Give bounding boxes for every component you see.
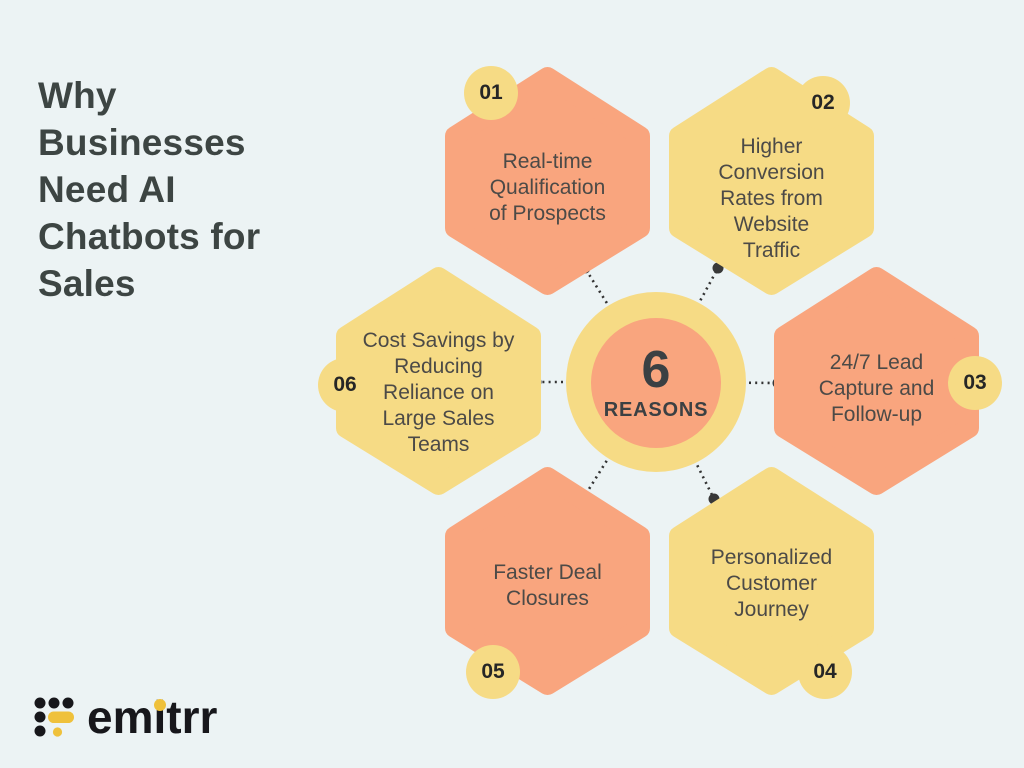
hexagon-01: Real-time Qualification of Prospects — [445, 67, 650, 295]
hexagon-01-label: Real-time Qualification of Prospects — [489, 150, 606, 225]
hexagon-06: Cost Savings by Reducing Reliance on Lar… — [336, 267, 541, 495]
emitrr-wordmark: emitrr — [87, 692, 217, 742]
hexagon-05-label: Faster Deal Closures — [493, 561, 602, 610]
emitrr-wordmark-text: emitrr — [87, 691, 218, 743]
hexagon-shape — [669, 467, 874, 695]
center-label: REASONS — [603, 399, 709, 421]
number-badge-05: 05 — [466, 645, 520, 699]
hexagon-shape — [445, 67, 650, 295]
hexagon-shape — [336, 267, 541, 495]
hexagon-04: Personalized Customer Journey — [669, 467, 874, 695]
number-badge-03: 03 — [948, 356, 1002, 410]
hexagon-05: Faster Deal Closures — [445, 467, 650, 695]
logo-i-dot-icon — [154, 699, 166, 711]
number-badge-02: 02 — [796, 76, 850, 130]
hexagon-03-label: 24/7 Lead Capture and Follow-up — [818, 351, 935, 426]
number-badge-01: 01 — [464, 66, 518, 120]
hexagon-03: 24/7 Lead Capture and Follow-up — [774, 267, 979, 495]
center-circle-inner: 6 REASONS — [591, 318, 721, 448]
number-badge-04: 04 — [798, 645, 852, 699]
hexagon-04-label: Personalized Customer Journey — [710, 546, 833, 621]
center-circle: 6 REASONS — [566, 292, 746, 472]
hexagon-shape — [774, 267, 979, 495]
emitrr-logo: emitrr — [34, 692, 217, 742]
page-title: Why Businesses Need AI Chatbots for Sale… — [38, 75, 261, 304]
hexagon-02-label: Higher Conversion Rates from Website Tra… — [718, 135, 825, 262]
hexagon-06-label: Cost Savings by Reducing Reliance on Lar… — [362, 329, 515, 456]
number-badge-06: 06 — [318, 358, 372, 412]
hexagon-shape — [445, 467, 650, 695]
emitrr-logo-icon — [34, 697, 74, 737]
center-number: 6 — [641, 341, 671, 399]
